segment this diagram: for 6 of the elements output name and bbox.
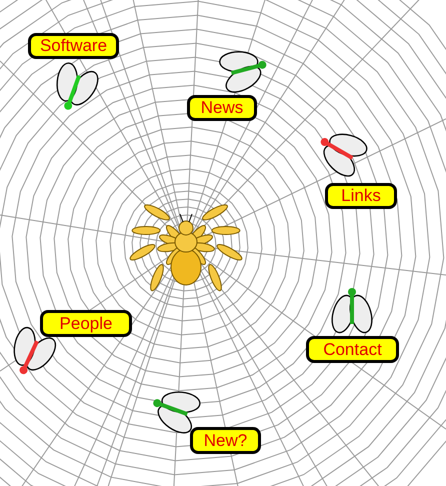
menu-link: Links <box>325 183 397 209</box>
menu-link: News <box>187 95 257 121</box>
menu-link: Software <box>28 33 119 59</box>
menu-link: Contact <box>306 336 399 363</box>
menu-link: New? <box>190 427 261 454</box>
menu-link: People <box>40 310 132 337</box>
